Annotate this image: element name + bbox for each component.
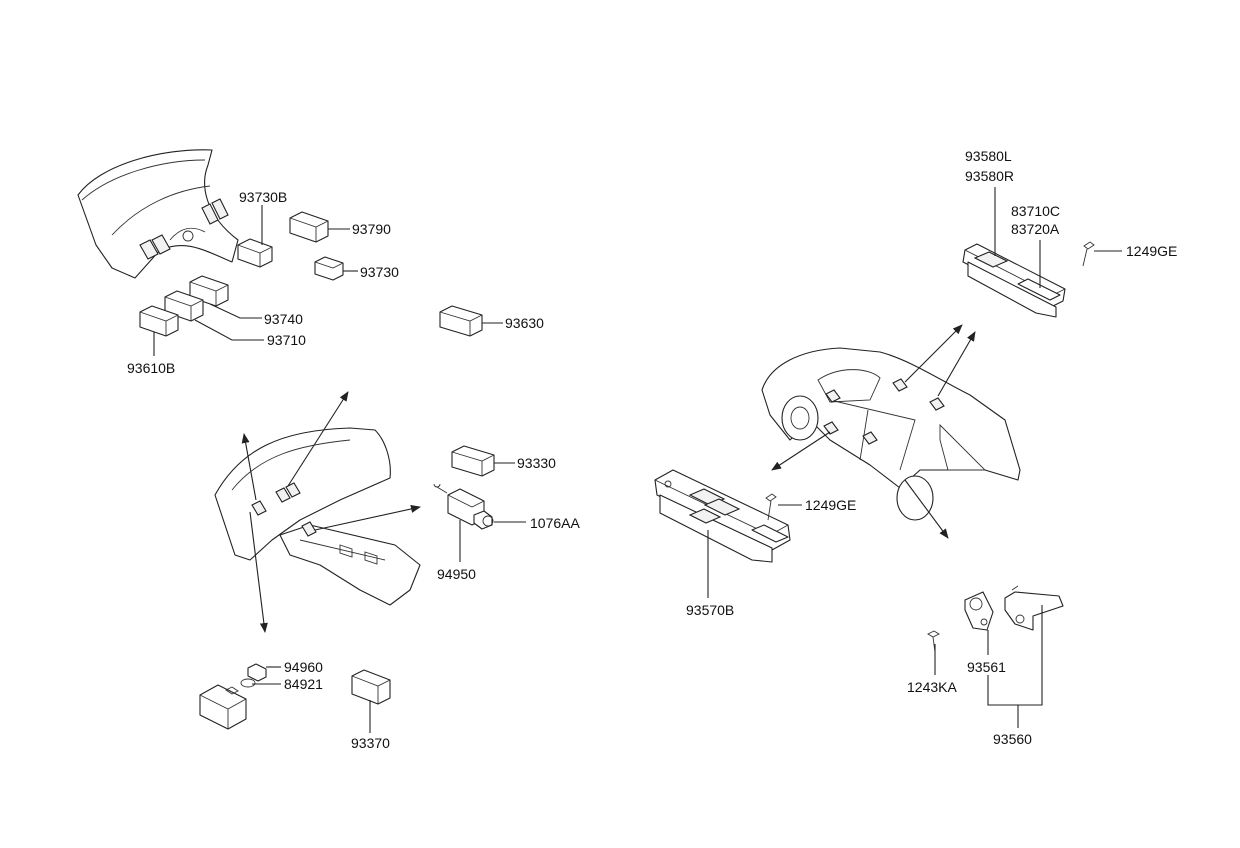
label-94950: 94950 bbox=[437, 566, 476, 582]
label-93790: 93790 bbox=[352, 221, 391, 237]
switch-93610B bbox=[139, 305, 179, 356]
label-93580R: 93580R bbox=[965, 168, 1014, 184]
label-83710C: 83710C bbox=[1011, 203, 1060, 219]
switch-93790 bbox=[289, 211, 350, 243]
instrument-panel-drawing bbox=[77, 149, 239, 279]
part-labels: 93730B 93790 93730 93740 93710 93610B 93… bbox=[127, 148, 1177, 751]
label-1249GE-mid: 1249GE bbox=[805, 497, 856, 513]
switch-93370 bbox=[351, 669, 391, 733]
switch-93730 bbox=[314, 256, 358, 281]
van-drawing bbox=[761, 347, 1021, 521]
driver-power-window-switch-93570B bbox=[654, 469, 802, 598]
door-switch-93560 bbox=[927, 585, 1064, 728]
label-93730: 93730 bbox=[360, 264, 399, 280]
dashboard-console-drawing bbox=[214, 427, 421, 606]
label-1076AA: 1076AA bbox=[530, 515, 580, 531]
label-93560: 93560 bbox=[993, 731, 1032, 747]
rear-power-window-switch-93580 bbox=[962, 187, 1122, 318]
label-93740: 93740 bbox=[264, 311, 303, 327]
switch-93630 bbox=[439, 305, 503, 337]
label-93710: 93710 bbox=[267, 332, 306, 348]
label-83720A: 83720A bbox=[1011, 221, 1060, 237]
label-1249GE-top: 1249GE bbox=[1126, 243, 1177, 259]
label-93610B: 93610B bbox=[127, 360, 175, 376]
label-93570B: 93570B bbox=[686, 602, 734, 618]
switch-94960-84921 bbox=[199, 663, 281, 730]
label-93330: 93330 bbox=[517, 455, 556, 471]
switch-94950-1076AA bbox=[433, 483, 526, 562]
label-94960: 94960 bbox=[284, 659, 323, 675]
label-93630: 93630 bbox=[505, 315, 544, 331]
label-93561: 93561 bbox=[967, 659, 1006, 675]
label-84921: 84921 bbox=[284, 676, 323, 692]
switch-93330 bbox=[451, 445, 515, 477]
label-93580L: 93580L bbox=[965, 148, 1012, 164]
label-1243KA: 1243KA bbox=[907, 679, 957, 695]
switch-93730B bbox=[237, 205, 273, 268]
label-93730B: 93730B bbox=[239, 189, 287, 205]
label-93370: 93370 bbox=[351, 735, 390, 751]
